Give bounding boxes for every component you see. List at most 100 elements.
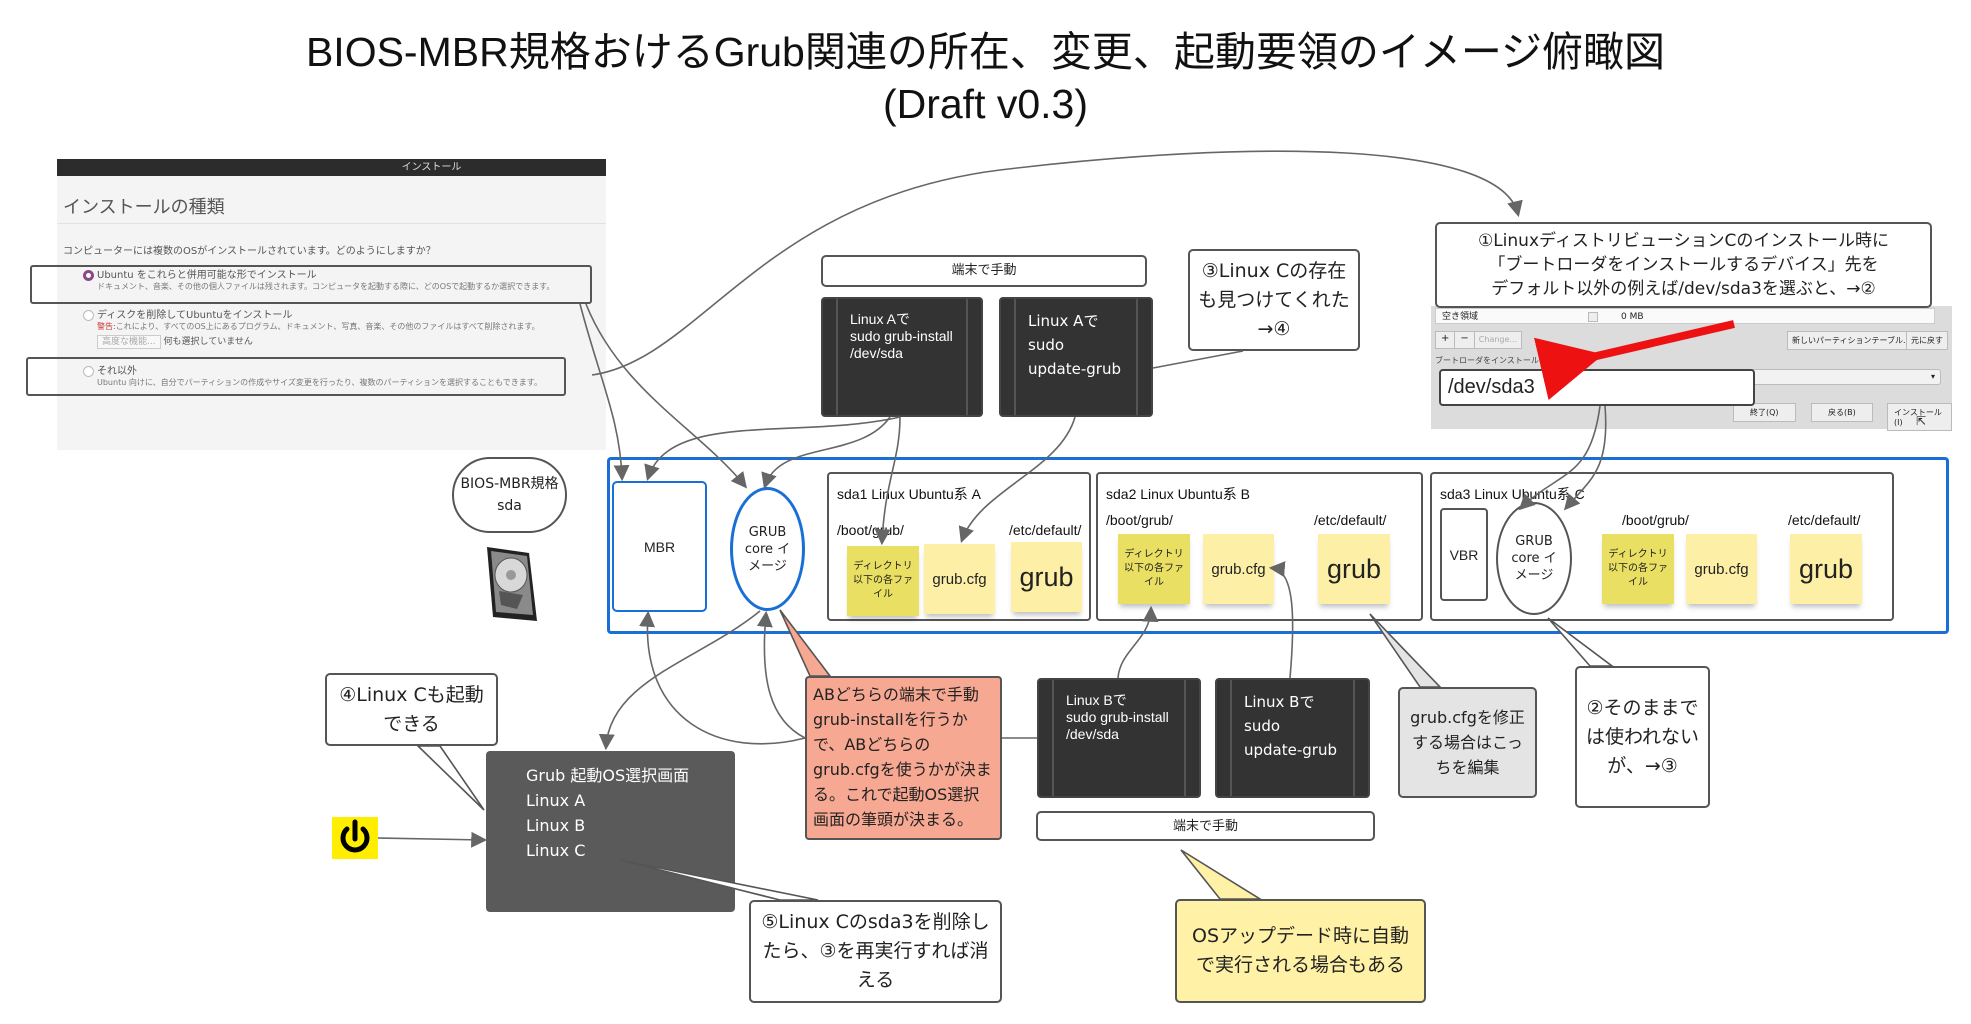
free-space-row[interactable]: 空き領域 0 MB (1435, 308, 1935, 324)
free-space-label: 空き領域 (1442, 312, 1479, 322)
installer-window-title: インストール (57, 159, 606, 176)
terminal-line: /dev/sda (1066, 726, 1119, 742)
bootloader-device-label: ブートローダをインストールするデバイス: (1435, 356, 1590, 365)
arrow-update-b-to-cfg (1268, 561, 1294, 679)
installer-screenshot: インストール インストールの種類 コンピューターには複数のOSがインストールされ… (57, 159, 606, 450)
callout-step4-tail (416, 745, 485, 811)
terminal-linux-a-grub-install: Linux Aで sudo grub-install /dev/sda (821, 297, 983, 417)
boot-grub-path: /boot/grub/ (1622, 512, 1689, 528)
hard-disk-icon (477, 543, 543, 625)
format-checkbox[interactable] (1588, 312, 1598, 322)
callout-step1-line: 「ブートローダをインストールするデバイス」先を (1488, 255, 1879, 275)
partition-title: sda1 Linux Ubuntu系 A (837, 486, 981, 502)
partition-sda1: sda1 Linux Ubuntu系 A /boot/grub/ /etc/de… (827, 472, 1091, 621)
grub-cfg-file: grub.cfg (924, 544, 995, 614)
grub-menu-entry[interactable]: Linux A (526, 791, 586, 810)
partition-sda2: sda2 Linux Ubuntu系 B /boot/grub/ /etc/de… (1096, 472, 1423, 621)
install-button[interactable]: インストール(I) (1887, 403, 1952, 431)
chevron-down-icon: ▾ (1930, 372, 1935, 381)
free-space-size: 0 MB (1621, 312, 1644, 322)
grub-boot-menu: Grub 起動OS選択画面 Linux A Linux B Linux C (486, 751, 735, 912)
option-label: Ubuntu をこれらと併用可能な形でインストール (97, 270, 317, 281)
grub-cfg-file: grub.cfg (1686, 534, 1757, 604)
callout-step2: ②そのままでは使われないが、→③ (1575, 666, 1710, 808)
arrow-term-a-to-mbr (644, 416, 901, 482)
add-partition-button[interactable]: + (1436, 332, 1456, 348)
terminal-line: Linux Aで (1028, 312, 1099, 330)
radio-selected-icon[interactable] (83, 269, 94, 281)
back-button[interactable]: 戻る(B) (1811, 403, 1873, 422)
partition-title: sda3 Linux Ubuntu系 C (1440, 486, 1585, 502)
terminal-line: Linux Bで (1066, 692, 1127, 708)
terminal-line: sudo grub-install (850, 328, 953, 344)
arrow-term-a-to-files (874, 416, 901, 546)
advanced-status: 何も選択していません (163, 337, 253, 347)
install-option-alongside[interactable]: Ubuntu をこれらと併用可能な形でインストール ドキュメント、音楽、その他の… (83, 266, 603, 292)
terminal-manual-label-top: 端末で手動 (821, 255, 1147, 287)
grub-menu-title: Grub 起動OS選択画面 (526, 766, 690, 785)
radio-icon[interactable] (83, 309, 94, 321)
highlight-option-something-else (26, 357, 566, 396)
callout-salmon-note: ABどちらの端末で手動grub-installを行うかで、ABどちらのgrub.… (805, 676, 1002, 840)
disk-label-line: BIOS-MBR規格 (460, 476, 559, 492)
remove-partition-button[interactable]: − (1455, 332, 1475, 348)
boot-grub-files-note: ディレクトリ以下の各ファイル (1118, 534, 1190, 604)
install-option-erase[interactable]: ディスクを削除してUbuntuをインストール 警告:これにより、すべてのOS上に… (83, 306, 603, 349)
callout-step5-tail (619, 859, 819, 901)
callout-step5: ⑤Linux Cのsda3を削除したら、③を再実行すれば消える (749, 900, 1002, 1003)
warning-label: 警告: (97, 322, 116, 331)
terminal-line: sudo grub-install (1066, 709, 1169, 725)
disk-label-line: sda (497, 498, 522, 514)
arrow-term-b-to-files (1117, 605, 1159, 679)
arrow-dev-sda3-to-grubc (1563, 405, 1607, 511)
disk-label: BIOS-MBR規格 sda (452, 457, 567, 533)
advanced-features-button[interactable]: 高度な機能... (97, 335, 161, 349)
vbr-block: VBR (1440, 508, 1488, 601)
option-desc: これにより、すべてのOS上にあるプログラム、ドキュメント、写真、音楽、その他のフ… (115, 322, 540, 331)
callout-step4: ④Linux Cも起動できる (325, 673, 498, 746)
line-update-a-to-callout3 (1152, 350, 1244, 369)
etc-default-path: /etc/default/ (1788, 512, 1861, 528)
terminal-line: update-grub (1244, 741, 1337, 759)
grub-core-image: GRUB core イメージ (730, 487, 805, 611)
terminal-line: sudo (1028, 336, 1065, 354)
highlight-option-alongside (30, 265, 592, 304)
change-partition-button[interactable]: Change... (1478, 335, 1518, 344)
grub-menu-entry[interactable]: Linux B (526, 816, 586, 835)
arrow-dev-sda3-to-vbr (1518, 405, 1601, 511)
sda-disk-container (607, 457, 1949, 634)
red-arrow (1533, 320, 1735, 401)
option-label: ディスクを削除してUbuntuをインストール (97, 310, 293, 321)
power-icon[interactable] (332, 817, 378, 859)
arrow-update-a-to-cfg (958, 416, 1076, 544)
boot-grub-files-note: ディレクトリ以下の各ファイル (847, 546, 919, 616)
divider (57, 223, 606, 224)
callout-step2-tail (1547, 617, 1615, 667)
diagram-title: BIOS-MBR規格おけるGrub関連の所在、変更、起動要領のイメージ俯瞰図 (305, 29, 1666, 75)
terminal-manual-label-bottom: 端末で手動 (1036, 811, 1375, 841)
arrow-salmon-to-grub (756, 610, 806, 739)
option-label: それ以外 (97, 366, 137, 377)
installer-heading: インストールの種類 (63, 197, 225, 218)
callout-yellow-note: OSアップデード時に自動で実行される場合もある (1175, 899, 1426, 1003)
terminal-line: update-grub (1028, 360, 1121, 378)
installer-question: コンピューターには複数のOSがインストールされています。どのようにしますか？ (63, 246, 436, 257)
arrow-salmon-to-mbr (639, 610, 806, 745)
callout-gray-note: grub.cfgを修正する場合はこっちを編集 (1398, 687, 1537, 798)
install-option-something-else[interactable]: それ以外 Ubuntu 向けに、自分でパーティションの作成やサイズ変更を行ったり… (83, 362, 603, 388)
terminal-line: sudo (1244, 717, 1281, 735)
quit-button[interactable]: 終了(Q) (1733, 403, 1796, 422)
arrow-installer-to-callout1 (591, 150, 1523, 376)
option-desc: Ubuntu 向けに、自分でパーティションの作成やサイズ変更を行ったり、複数のパ… (97, 378, 542, 387)
etc-default-grub-file: grub (1011, 542, 1082, 612)
terminal-line: Linux Bで (1244, 693, 1315, 711)
partition-sda3: sda3 Linux Ubuntu系 C VBR GRUB core イメージ … (1430, 472, 1894, 621)
revert-button[interactable]: 元に戻す (1906, 331, 1948, 350)
grub-menu-entry[interactable]: Linux C (526, 841, 586, 860)
partition-title: sda2 Linux Ubuntu系 B (1106, 486, 1250, 502)
callout-yellow-tail (1180, 849, 1263, 900)
terminal-line: /dev/sda (850, 345, 903, 361)
arrow-option-to-mbr (579, 303, 630, 482)
radio-icon[interactable] (83, 365, 94, 377)
